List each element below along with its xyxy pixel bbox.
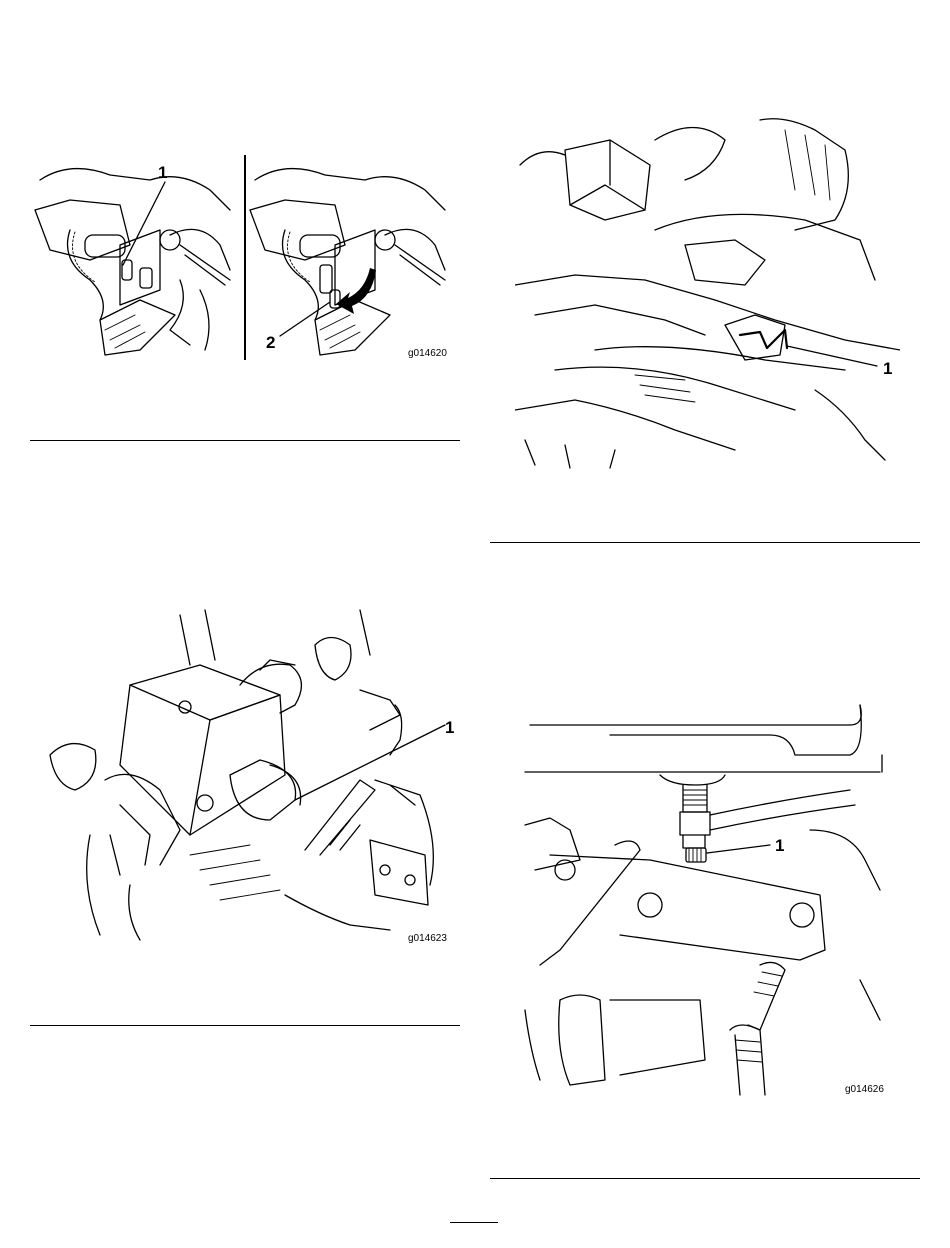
callout-leader-1 (707, 845, 770, 853)
page-footer-line (450, 1222, 498, 1223)
bleed-fitting-drawing (525, 705, 882, 1095)
figure-code: g014620 (408, 348, 447, 359)
callout-label-1: 1 (883, 359, 892, 378)
figure-rule (490, 542, 920, 543)
right-panel-drawing (250, 169, 445, 355)
figure-code: g014623 (408, 933, 447, 944)
figure-valve-block: 1 g014623 (30, 605, 460, 945)
callout-label-2: 2 (266, 333, 275, 352)
illustration-valve-block: 1 g014623 (30, 605, 460, 945)
callout-leader-1 (123, 182, 165, 265)
illustration-bleed-fitting: 1 g014626 (520, 700, 900, 1100)
clip-drawing (515, 119, 900, 468)
figure-rule (30, 440, 460, 441)
figure-valve-rotate: 1 2 g014620 (30, 150, 460, 375)
callout-leader-1 (295, 725, 445, 800)
figure-rule (30, 1025, 460, 1026)
valve-block-drawing (50, 610, 433, 940)
left-panel-drawing (35, 169, 230, 355)
illustration-clip: 1 (515, 110, 900, 470)
figure-bleed-fitting: 1 g014626 (520, 700, 900, 1100)
figure-rule (490, 1178, 920, 1179)
clip-wire (740, 330, 787, 348)
callout-leader-2 (280, 302, 330, 336)
callout-label-1: 1 (158, 163, 167, 182)
figure-clip: 1 (515, 110, 900, 470)
figure-code: g014626 (845, 1084, 884, 1095)
illustration-valve-rotate: 1 2 g014620 (30, 150, 460, 375)
callout-label-1: 1 (775, 836, 784, 855)
callout-label-1: 1 (445, 718, 454, 737)
callout-leader-1 (787, 346, 877, 366)
